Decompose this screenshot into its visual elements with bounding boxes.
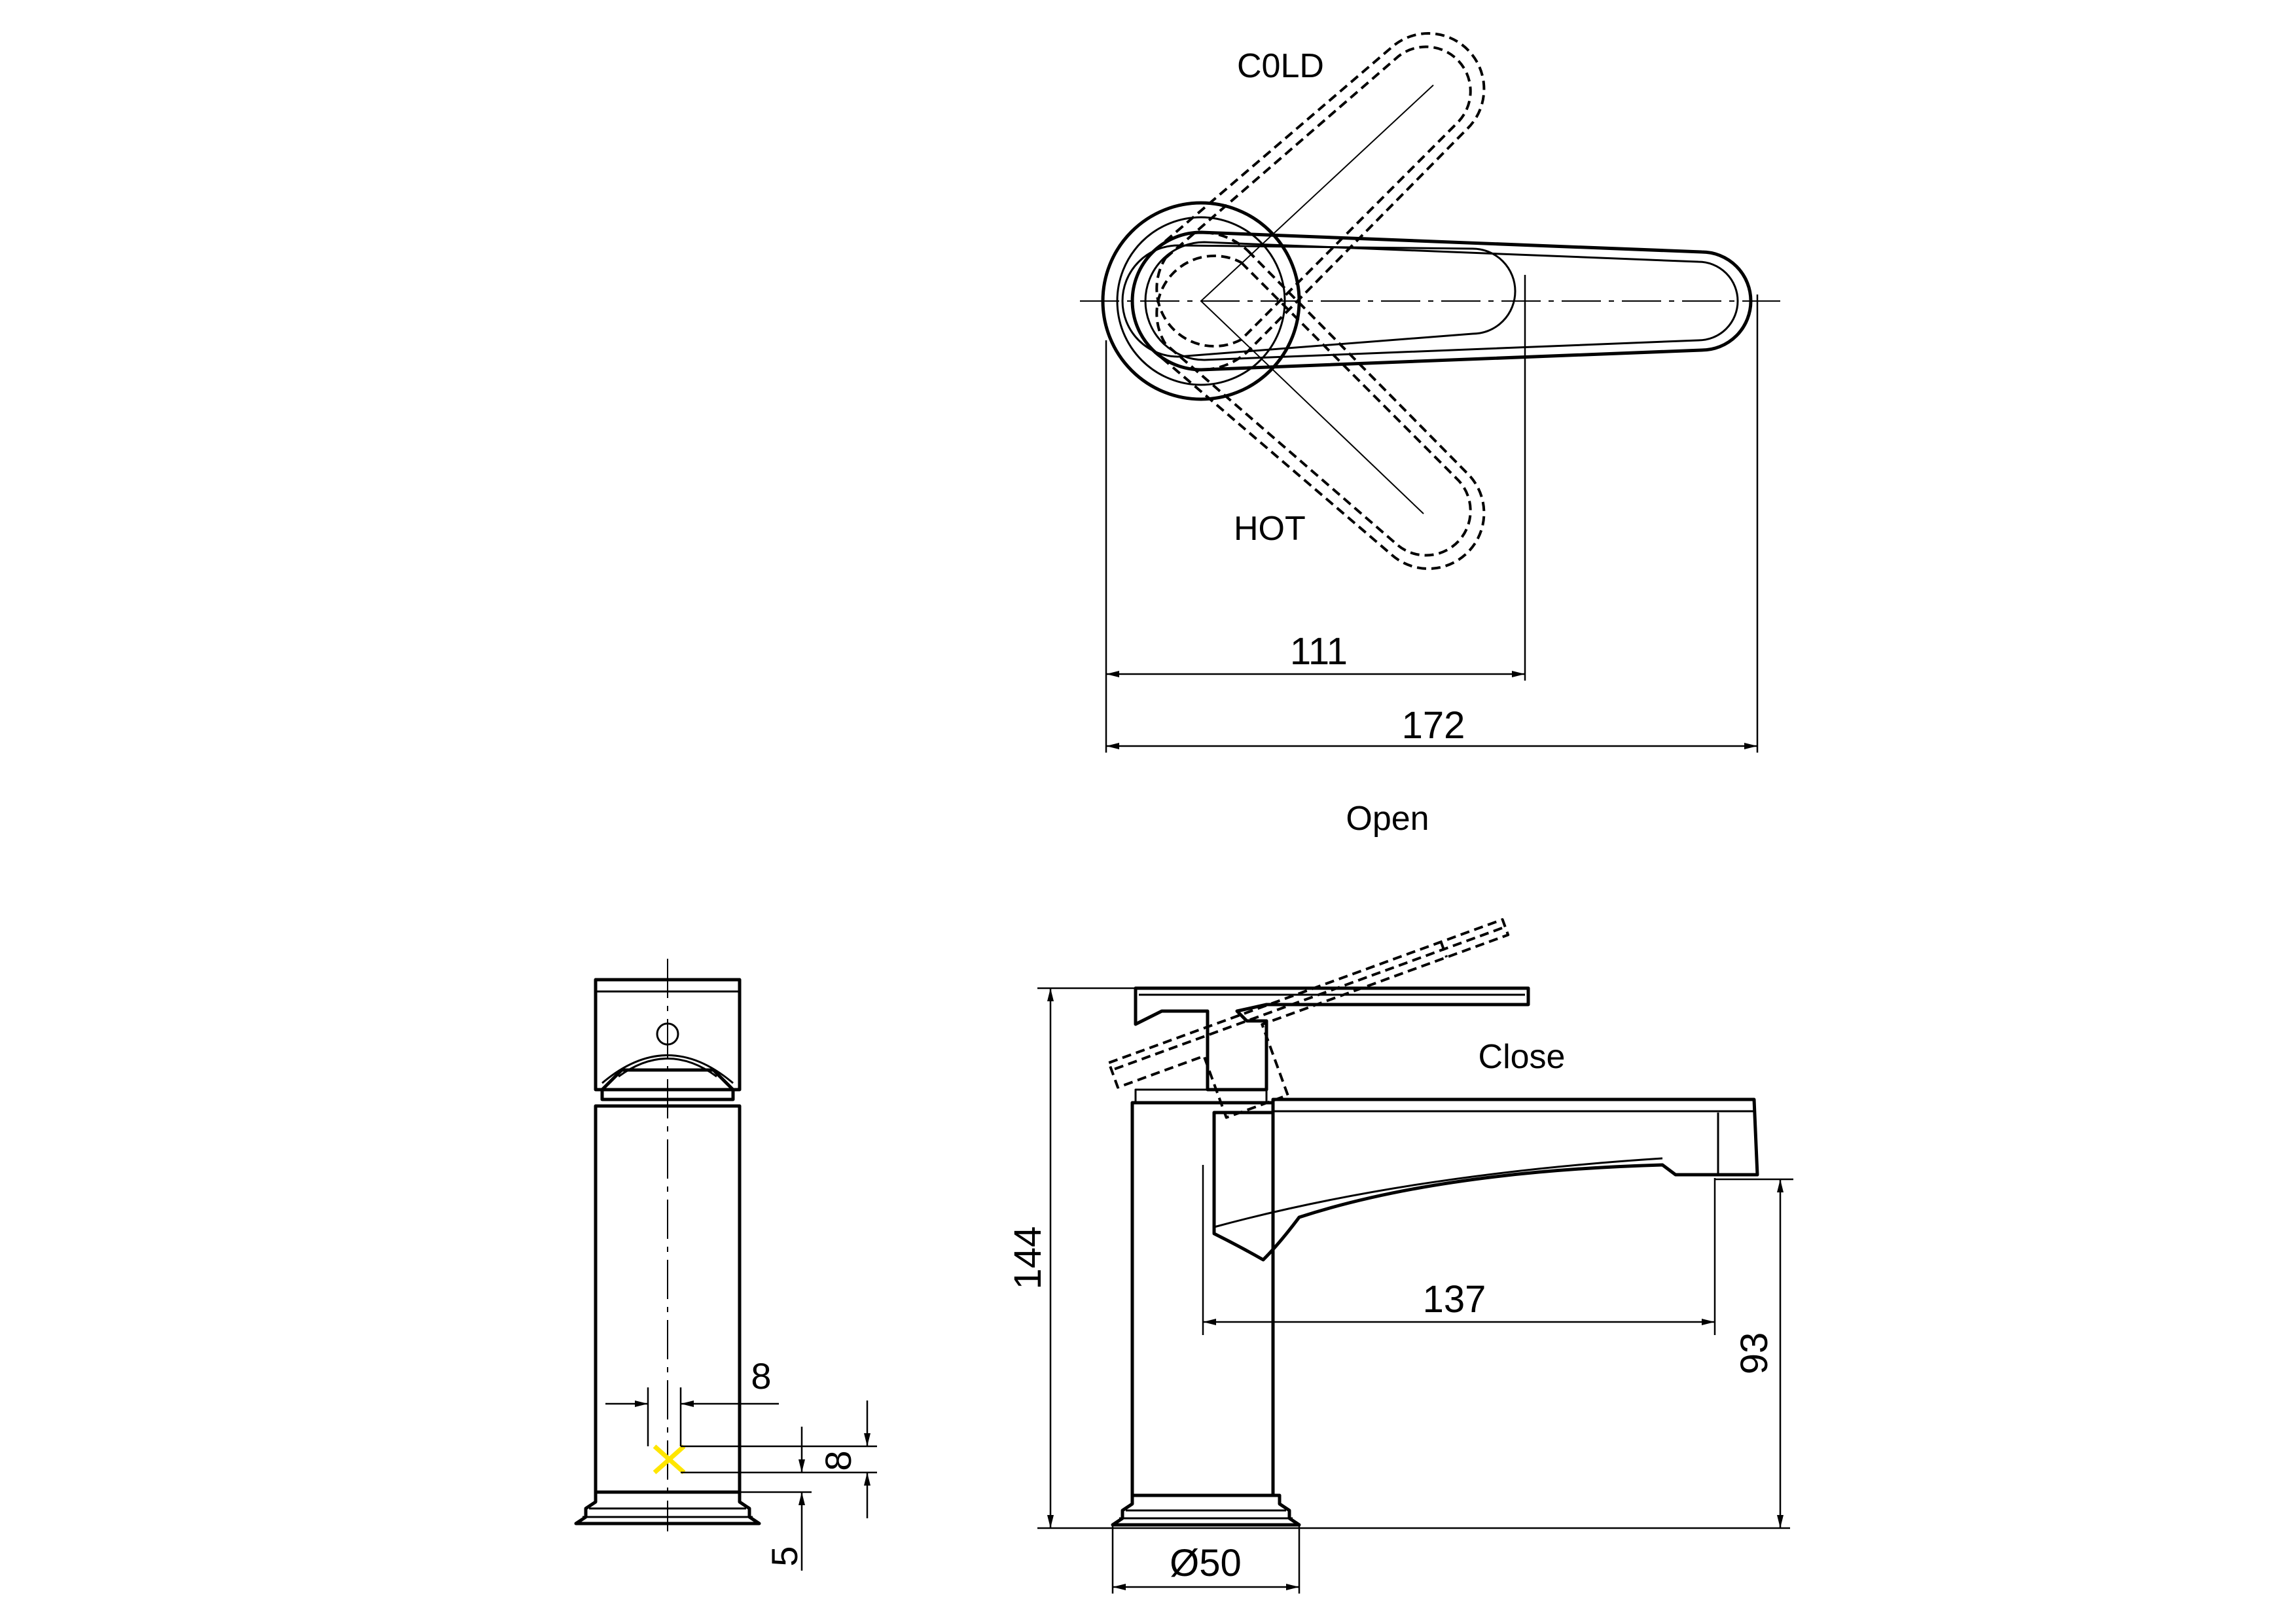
dim-8h-label: 8 [751, 1355, 771, 1397]
base-ring-inner [1116, 216, 1286, 386]
dim-8v-label: 8 [817, 1450, 859, 1471]
side-collar [1134, 1088, 1268, 1104]
side-lever-open [1107, 918, 1510, 1119]
side-lever-closed [1134, 986, 1530, 1092]
front-handle-collar [600, 1068, 735, 1101]
front-base [574, 1490, 761, 1525]
dim-5-label: 5 [764, 1546, 805, 1566]
dim-111-label: 111 [1290, 630, 1348, 673]
close-label: Close [1479, 1038, 1566, 1076]
aerator-marker-b [653, 1444, 686, 1474]
lever-hot-position [1131, 231, 1486, 570]
lever-top-inner-outline [1144, 241, 1739, 361]
dim-93-label: 93 [1733, 1332, 1776, 1375]
top-view: C0LD HOT 111 172 [1080, 32, 1780, 753]
hot-label: HOT [1234, 510, 1306, 548]
side-spout-underside [1213, 1157, 1663, 1228]
front-handle-cap [594, 978, 742, 1092]
front-view: 8 8 5 [574, 959, 877, 1571]
front-handle-screw [656, 1022, 679, 1046]
dim-172-label: 172 [1402, 704, 1465, 747]
cold-label: C0LD [1237, 47, 1324, 85]
dim-50-label: Ø50 [1170, 1542, 1242, 1584]
dim-137-label: 137 [1423, 1278, 1486, 1321]
cold-axis-line [1200, 84, 1434, 302]
lever-top-grip-inset [1121, 244, 1516, 358]
side-view: Open Close 144 137 93 Ø50 [1007, 800, 1793, 1594]
open-label: Open [1346, 800, 1429, 838]
front-handle-arch [601, 1054, 734, 1084]
side-spout [1212, 1097, 1759, 1262]
hot-axis-line [1200, 300, 1424, 514]
dim-144-label: 144 [1007, 1226, 1049, 1290]
